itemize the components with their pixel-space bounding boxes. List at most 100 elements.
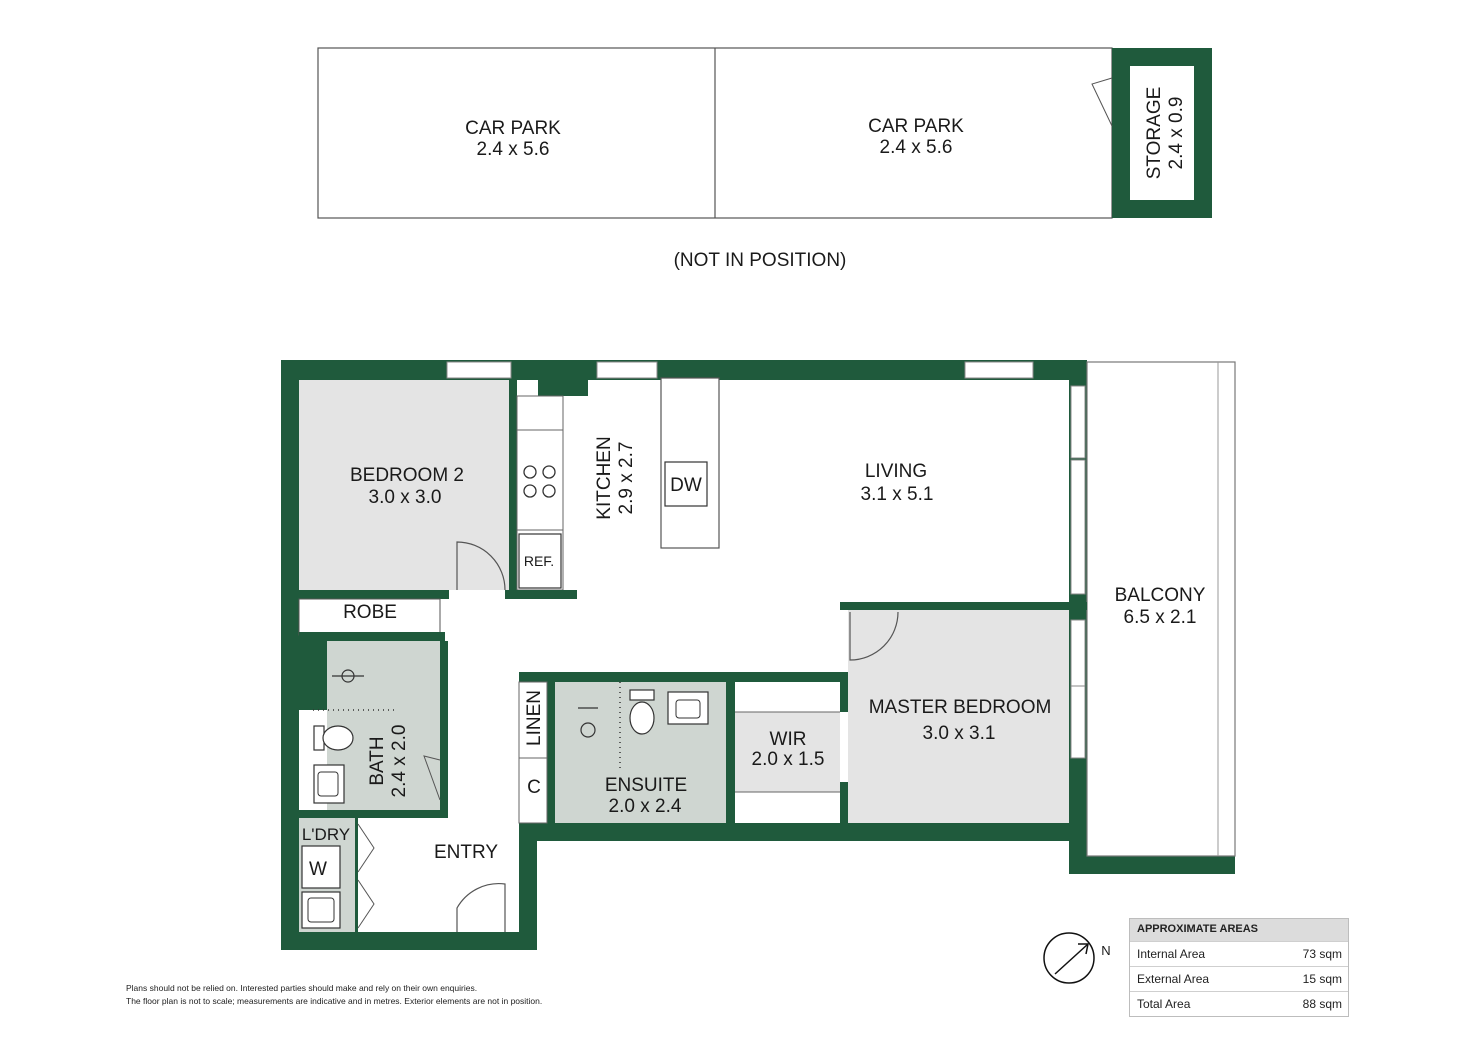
storage-room: [1130, 66, 1194, 200]
wir-wall-left: [726, 682, 735, 823]
areas-row-value: 73 sqm: [1302, 947, 1342, 961]
door-living-balcony: [1070, 459, 1086, 595]
bedroom-2-size: 3.0 x 3.0: [369, 487, 442, 508]
basin-bowl: [675, 699, 701, 719]
window-master: [1070, 685, 1086, 759]
wall-left: [281, 360, 299, 950]
ensuite: [518, 672, 840, 824]
living-name: LIVING: [865, 461, 927, 482]
bedroom-2-wall-bottom: [299, 590, 449, 599]
ensuite-size: 2.0 x 2.4: [609, 796, 682, 817]
cooktop-icon: [523, 465, 556, 498]
disclaimer-line-1: Plans should not be relied on. Intereste…: [126, 983, 478, 993]
laundry-door: [357, 823, 375, 873]
shower-icon: [332, 669, 364, 683]
master-bedroom: [840, 602, 1087, 823]
laundry-label: L'DRY: [302, 825, 350, 844]
areas-row-label: Total Area: [1137, 997, 1191, 1011]
entry-door-swing: [456, 883, 506, 932]
areas-row-internal: Internal Area 73 sqm: [1130, 941, 1348, 966]
areas-title: APPROXIMATE AREAS: [1130, 919, 1348, 941]
bath-name: BATH: [367, 736, 388, 785]
bathroom: [299, 641, 448, 818]
wall-bottom-left: [281, 932, 537, 950]
vanity-basin-icon: [667, 691, 709, 725]
storage-name: STORAGE: [1144, 87, 1165, 180]
laundry-door: [357, 879, 375, 929]
wir-centre: [735, 712, 840, 792]
kitchen-name: KITCHEN: [594, 436, 615, 519]
master-door-swing: [849, 611, 899, 661]
compass-north-label: N: [1101, 943, 1110, 958]
master-wall-left-low: [840, 782, 848, 823]
window-living: [964, 361, 1034, 379]
toilet-icon: [629, 689, 655, 735]
car-park-1-size: 2.4 x 5.6: [477, 139, 550, 160]
bedroom-2-door-swing: [456, 541, 506, 591]
kitchen: [505, 377, 720, 599]
kitchen-wall-stub: [505, 590, 577, 599]
areas-row-value: 88 sqm: [1302, 997, 1342, 1011]
robe-label: ROBE: [343, 602, 397, 623]
laundry: [299, 818, 375, 932]
disclaimer-line-2: The floor plan is not to scale; measurem…: [126, 996, 543, 1006]
living-size: 3.1 x 5.1: [861, 484, 934, 505]
window-living-side: [1070, 385, 1086, 459]
toilet-icon: [313, 725, 354, 751]
master-wall-top: [840, 602, 1087, 610]
wir-size: 2.0 x 1.5: [752, 749, 825, 770]
parking-area: [317, 47, 1212, 219]
bath-door: [423, 755, 441, 801]
bath-floor: [327, 641, 440, 810]
window-bed2: [446, 361, 512, 379]
bedroom-2: [298, 380, 517, 641]
wall-pier: [538, 360, 588, 396]
car-park-2-size: 2.4 x 5.6: [880, 137, 953, 158]
ensuite-name: ENSUITE: [605, 775, 687, 796]
bedroom-2-floor: [299, 380, 509, 590]
walls: [281, 360, 1235, 950]
bedroom-2-wall-right: [509, 380, 517, 598]
wall-bottom-mid: [519, 823, 1087, 841]
washer-icon: [301, 845, 341, 889]
north-arrow-head-icon: [1078, 943, 1089, 955]
laundry-wall: [355, 818, 358, 932]
balcony-size: 6.5 x 2.1: [1124, 607, 1197, 628]
areas-row-label: External Area: [1137, 972, 1210, 986]
compass: N: [1043, 932, 1111, 984]
car-park-1-name: CAR PARK: [465, 118, 561, 139]
bath-wall-left: [299, 641, 327, 710]
refrigerator-label: REF.: [524, 553, 554, 569]
linen-wall: [547, 682, 555, 823]
master-wall-left: [840, 672, 848, 712]
bedroom-2-name: BEDROOM 2: [350, 465, 464, 486]
dishwasher: [664, 461, 708, 507]
linen-cupboard: [518, 681, 548, 824]
storage-size: 2.4 x 0.9: [1166, 97, 1187, 170]
refrigerator: [518, 533, 562, 589]
storage-door-swing: [1091, 77, 1113, 127]
tub-bowl: [307, 897, 335, 923]
linen-label: LINEN: [524, 690, 545, 746]
parking-note: (NOT IN POSITION): [674, 250, 847, 271]
wall-balcony-bottom: [1069, 856, 1235, 874]
entry-label: ENTRY: [434, 842, 498, 863]
kitchen-size: 2.9 x 2.7: [616, 442, 637, 515]
bath-basin-icon: [313, 764, 345, 804]
areas-row-label: Internal Area: [1137, 947, 1206, 961]
cupboard-label: C: [527, 777, 541, 798]
areas-table: APPROXIMATE AREAS Internal Area 73 sqm E…: [1129, 918, 1349, 1017]
car-park-2-name: CAR PARK: [868, 116, 964, 137]
room-labels: CAR PARK 2.4 x 5.6 CAR PARK 2.4 x 5.6 ST…: [302, 87, 1206, 880]
balcony: [1086, 361, 1236, 857]
basin-bowl: [317, 771, 339, 797]
master-name: MASTER BEDROOM: [869, 697, 1052, 718]
wall-entry-right: [519, 823, 537, 950]
bath-wall-right: [440, 641, 448, 817]
north-arrow-icon: [1054, 943, 1089, 975]
washer-label: W: [309, 859, 327, 880]
balcony-name: BALCONY: [1115, 585, 1206, 606]
door-master-balcony: [1070, 619, 1086, 687]
dishwasher-label: DW: [670, 475, 702, 496]
